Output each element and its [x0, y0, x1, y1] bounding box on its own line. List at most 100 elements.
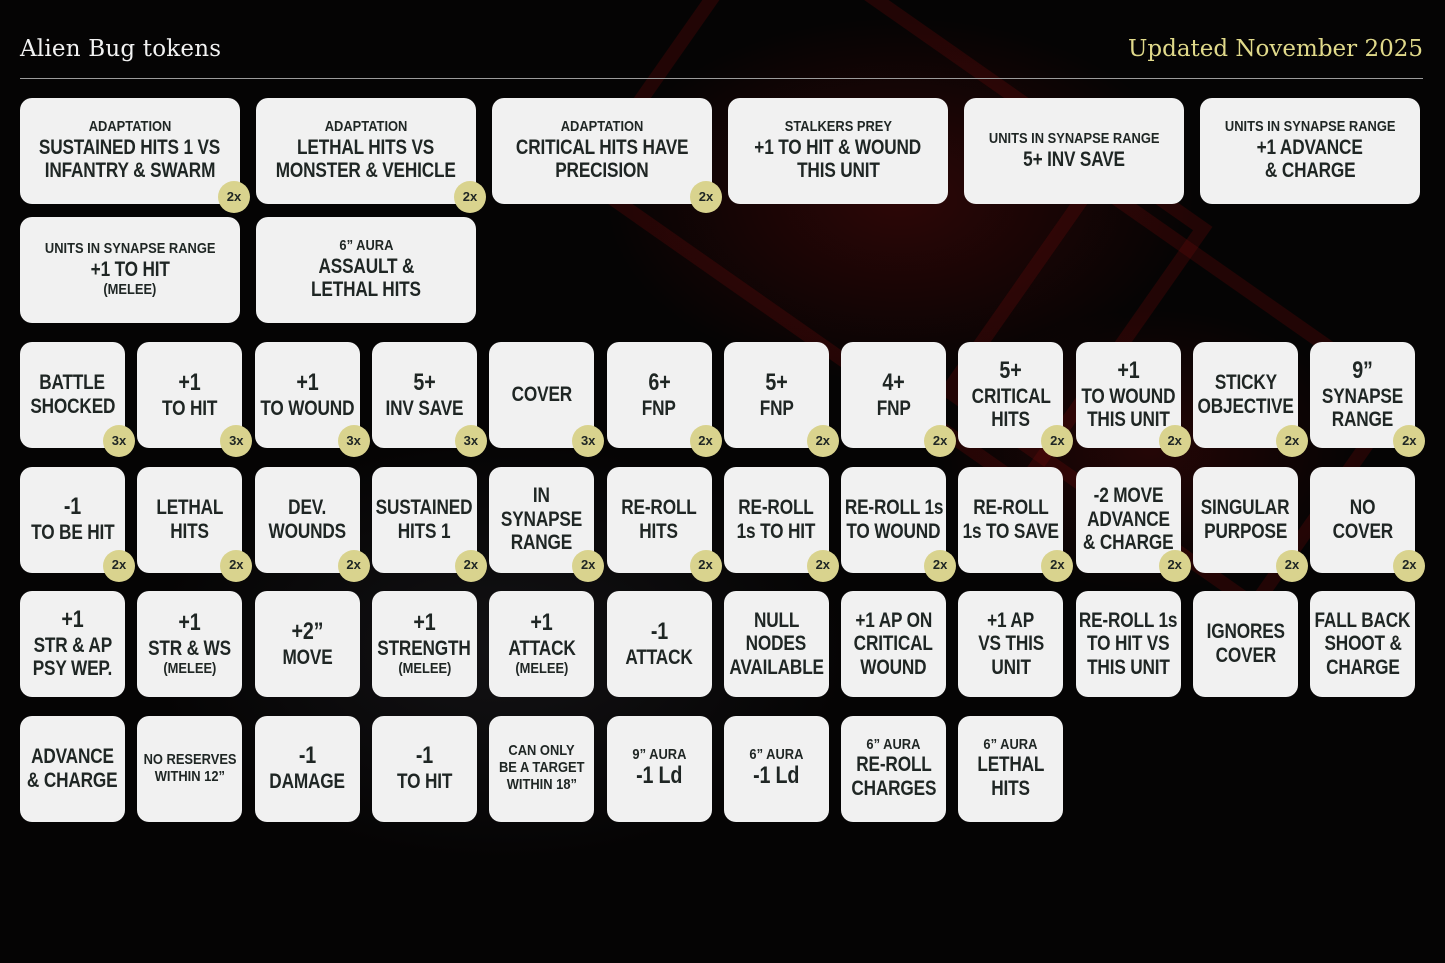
token-text: SINGULAR [1201, 495, 1290, 519]
count-badge: 3x [220, 425, 253, 457]
token-text: (MELEE) [163, 659, 217, 677]
wide-token: UNITS IN SYNAPSE RANGE+1 TO HIT(MELEE) [20, 217, 240, 323]
token-text: UNITS IN SYNAPSE RANGE [44, 240, 216, 258]
token-text: DEV. [288, 495, 327, 519]
token-text: 9” [1352, 357, 1374, 385]
token-text: CHARGE [1325, 655, 1400, 679]
token-text: DAMAGE [269, 770, 345, 794]
count-badge: 2x [572, 549, 605, 582]
token-text: 1s TO HIT [737, 519, 816, 543]
token-text: MONSTER & VEHICLE [276, 159, 456, 183]
token-text: COVER [1215, 644, 1276, 667]
token-text: AVAILABLE [729, 655, 824, 679]
token-text: RE-ROLL [855, 753, 932, 777]
token-text: TO HIT [396, 770, 452, 794]
token-text: ADAPTATION [324, 118, 408, 136]
token-text: WOUND [860, 655, 927, 679]
token-text: STICKY [1214, 371, 1277, 395]
count-badge: 3x [337, 425, 370, 457]
token-text: OBJECTIVE [1197, 395, 1294, 418]
count-badge: 2x [337, 549, 370, 582]
token-text: VS THIS [977, 632, 1044, 656]
token-text: SHOCKED [30, 395, 115, 418]
token-text: NULL [753, 608, 799, 632]
token-text: CRITICAL [854, 632, 934, 656]
token-text: HITS 1 [398, 519, 451, 543]
count-badge: 3x [103, 425, 135, 457]
token-text: MOVE [282, 645, 333, 669]
token-text: -1 Ld [753, 762, 800, 790]
token-text: ASSAULT & [318, 254, 414, 278]
token-text: WITHIN 12” [154, 767, 225, 785]
token-text: (MELEE) [397, 659, 451, 677]
token-text: IGNORES [1206, 620, 1285, 644]
token-text: SYNAPSE [501, 507, 583, 531]
count-badge: 2x [806, 425, 839, 457]
token: 9” AURA-1 Ld [606, 715, 712, 822]
token-text: +1 [413, 609, 436, 637]
token-text: BE A TARGET [498, 759, 585, 777]
count-badge: 3x [572, 425, 605, 457]
token-text: BATTLE [39, 371, 106, 395]
token-text: PSY WEP. [32, 657, 113, 681]
token-text: UNIT [991, 655, 1031, 679]
count-badge: 2x [103, 549, 135, 582]
token-text: 5+ [765, 368, 788, 396]
token-text: TO BE HIT [30, 521, 115, 545]
token-text: LETHAL HITS VS [297, 135, 435, 159]
token-text: INV SAVE [385, 396, 464, 420]
count-badge: 2x [454, 181, 486, 213]
token-text: 1s TO SAVE [962, 519, 1060, 543]
token-text: +2” [291, 617, 323, 645]
count-badge: 2x [1041, 549, 1074, 582]
token-text: -1 [650, 617, 668, 645]
token-text: TO HIT [162, 396, 218, 420]
token-text: ATTACK [508, 637, 576, 661]
token-text: HITS [991, 776, 1031, 800]
token-text: +1 [530, 609, 553, 637]
token-text: +1 AP ON [855, 608, 932, 632]
token-text: TO WOUND [260, 396, 355, 420]
count-badge: 2x [1158, 425, 1191, 457]
count-badge: 2x [1393, 549, 1426, 582]
token-text: 9” AURA [631, 745, 686, 763]
token-text: +1 TO HIT [90, 258, 170, 282]
token-text: STR & AP [33, 633, 112, 657]
token-text: & CHARGE [1082, 531, 1174, 555]
count-badge: 2x [454, 549, 487, 582]
token-text: ADAPTATION [88, 118, 172, 136]
count-badge: 2x [690, 181, 722, 213]
token-text: HITS [170, 519, 210, 543]
token-text: STRENGTH [377, 637, 472, 661]
token-text: UNITS IN SYNAPSE RANGE [988, 129, 1160, 147]
wide-token: UNITS IN SYNAPSE RANGE+1 ADVANCE& CHARGE [1200, 98, 1420, 204]
token-text: CHARGES [851, 776, 937, 800]
token-text: RE-ROLL [973, 495, 1049, 519]
token-text: (MELEE) [103, 280, 157, 298]
token-text: NO RESERVES [143, 750, 237, 768]
token-text: & CHARGE [1264, 159, 1356, 183]
